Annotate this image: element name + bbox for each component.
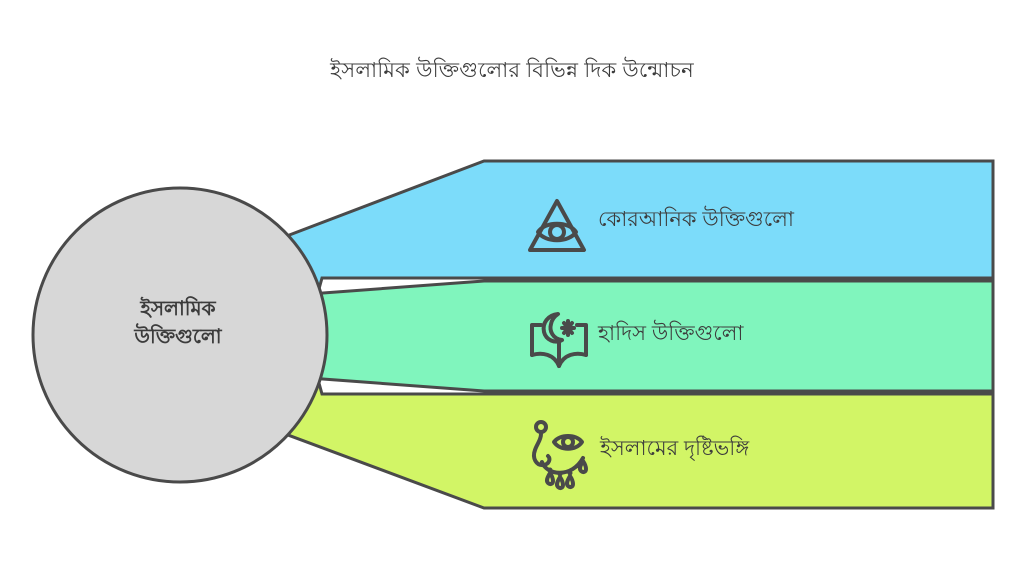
hub-label-line-1: ইসলামিক [140,298,216,320]
page-title: ইসলামিক উক্তিগুলোর বিভিন্ন দিক উন্মোচন [330,59,694,82]
hub-label-line-2: উক্তিগুলো [134,326,222,348]
evil-eye-amulet-icon [527,420,593,491]
hub-label: ইসলামিক উক্তিগুলো [33,295,323,351]
band-label-quranic: কোরআনিক উক্তিগুলো [598,208,794,231]
open-book-crescent-star-icon [528,311,590,371]
band-label-hadith: হাদিস উক্তিগুলো [598,322,744,345]
hub-circle[interactable] [31,186,329,484]
all-seeing-eye-triangle-icon [526,196,588,258]
band-label-islamic-perspective: ইসলামের দৃষ্টিভঙ্গি [600,437,750,460]
